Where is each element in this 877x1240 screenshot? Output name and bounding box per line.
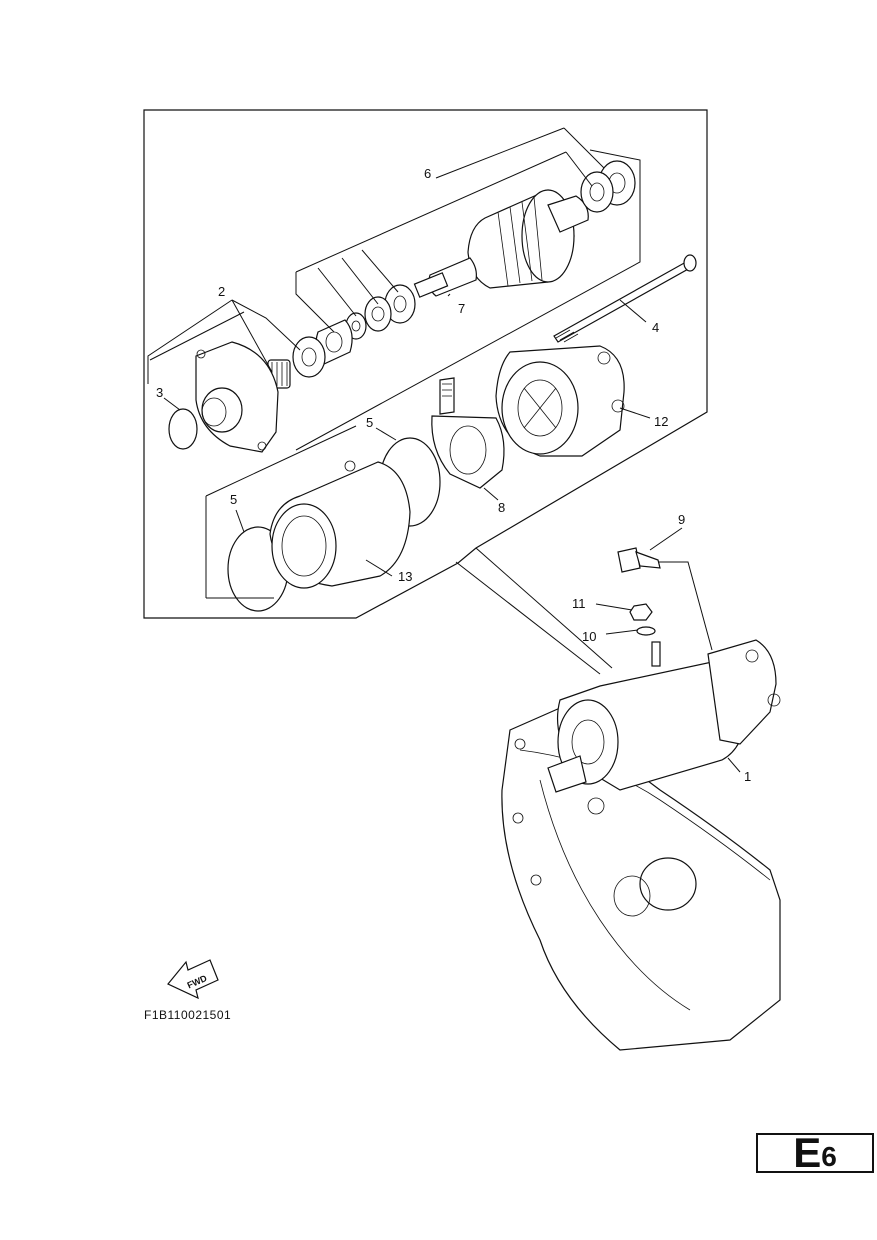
callout-11: 11 <box>572 596 586 611</box>
callout-1: 1 <box>744 769 751 784</box>
armature <box>413 189 589 298</box>
terminal-stud <box>651 641 661 667</box>
yoke <box>269 460 411 589</box>
washer-stack-middle <box>315 284 416 365</box>
bearing <box>267 336 326 389</box>
lock-washer <box>636 626 656 636</box>
leader-lines <box>147 127 741 773</box>
callout-3: 3 <box>156 385 163 400</box>
fwd-arrow-icon: FWD <box>167 959 219 1000</box>
front-cover <box>195 341 279 453</box>
section-letter: E <box>793 1129 822 1176</box>
callout-8: 8 <box>498 500 505 515</box>
callout-5-lower: 5 <box>230 492 237 507</box>
mounting-bolt <box>617 547 661 573</box>
section-badge: E 6 <box>756 1129 874 1176</box>
section-number: 6 <box>821 1141 837 1172</box>
callout-9: 9 <box>678 512 685 527</box>
callout-5-upper: 5 <box>366 415 373 430</box>
callout-2: 2 <box>218 284 225 299</box>
rear-cover <box>495 345 625 457</box>
callout-6: 6 <box>424 166 431 181</box>
callout-7: 7 <box>458 301 465 316</box>
exploded-view-frame <box>143 109 708 619</box>
brush-holder <box>431 377 505 489</box>
callout-12: 12 <box>654 414 668 429</box>
hex-nut <box>629 603 653 621</box>
o-ring-small <box>168 408 198 450</box>
assembled-starter-and-crankcase <box>501 639 781 1051</box>
figure-code: F1B110021501 <box>144 1008 231 1022</box>
callout-4: 4 <box>652 320 659 335</box>
washer-stack-top <box>580 160 636 213</box>
callout-10: 10 <box>582 629 596 644</box>
through-bolt <box>553 254 697 343</box>
callout-13: 13 <box>398 569 412 584</box>
